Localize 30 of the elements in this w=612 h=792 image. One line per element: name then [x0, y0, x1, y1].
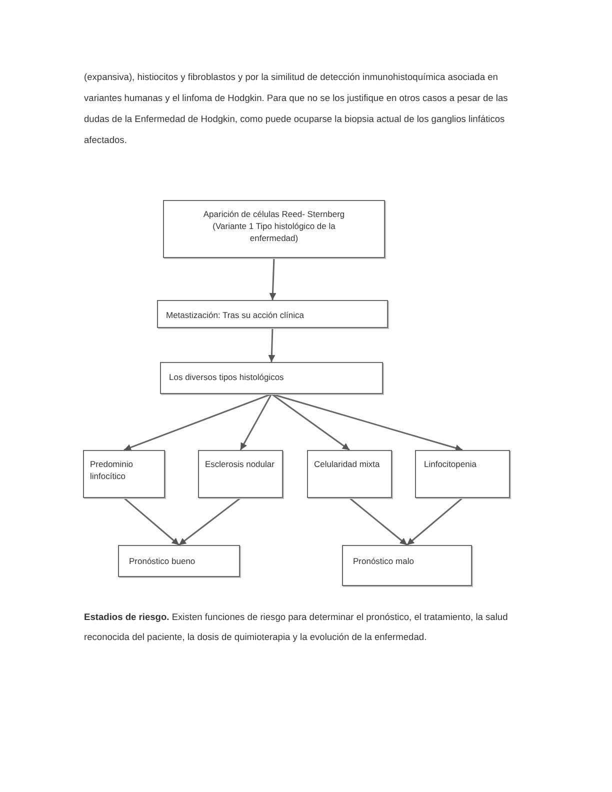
box-label: Predominio linfocítico	[90, 458, 134, 482]
arrow	[124, 497, 180, 546]
box-label: Esclerosis nodular	[205, 458, 276, 470]
process-box	[160, 362, 383, 394]
arrow	[271, 393, 463, 452]
arrow	[271, 393, 350, 451]
box-label: Pronóstico malo	[353, 555, 415, 567]
arrow	[178, 497, 241, 546]
box-label: Metastización: Tras su acción clínica	[166, 309, 305, 321]
body-paragraph: (expansiva), histiocitos y fibroblastos y por la similitud de detección inmunohistoquímica asociada en variantes humanas y el linfoma de Hodgkin. Para que no se los justifique en otros casos a pesar de las dudas de la Enfermedad de Hodgkin, como puede ocuparse la biopsia actual de los ganglios linfáticos afectados.	[84, 71, 509, 147]
arrow	[124, 393, 272, 451]
arrow	[240, 394, 272, 450]
body-paragraph: Estadios de riesgo. Existen funciones de riesgo para determinar el pronóstico, el tratamiento, la salud reconocida del paciente, la dosis de quimioterapia y la evolución de la enfermedad.	[84, 611, 509, 644]
process-box	[83, 450, 165, 498]
process-box	[118, 545, 240, 577]
box-label: Pronóstico bueno	[129, 555, 196, 567]
box-label: Aparición de células Reed- Sternberg (Variante 1 Tipo histológico de la enfermedad)	[202, 208, 346, 244]
arrow	[269, 258, 276, 300]
box-label: Linfocitopenia	[424, 458, 478, 470]
arrow	[406, 497, 463, 546]
process-box	[342, 545, 472, 586]
process-box	[157, 300, 388, 328]
box-label: Los diversos tipos histológicos	[169, 371, 285, 383]
process-box	[198, 450, 283, 498]
process-box	[163, 200, 385, 258]
arrow	[349, 497, 408, 546]
process-box	[307, 450, 392, 498]
box-label: Celularidad mixta	[314, 458, 381, 470]
process-box	[415, 450, 510, 498]
arrow	[268, 328, 276, 362]
